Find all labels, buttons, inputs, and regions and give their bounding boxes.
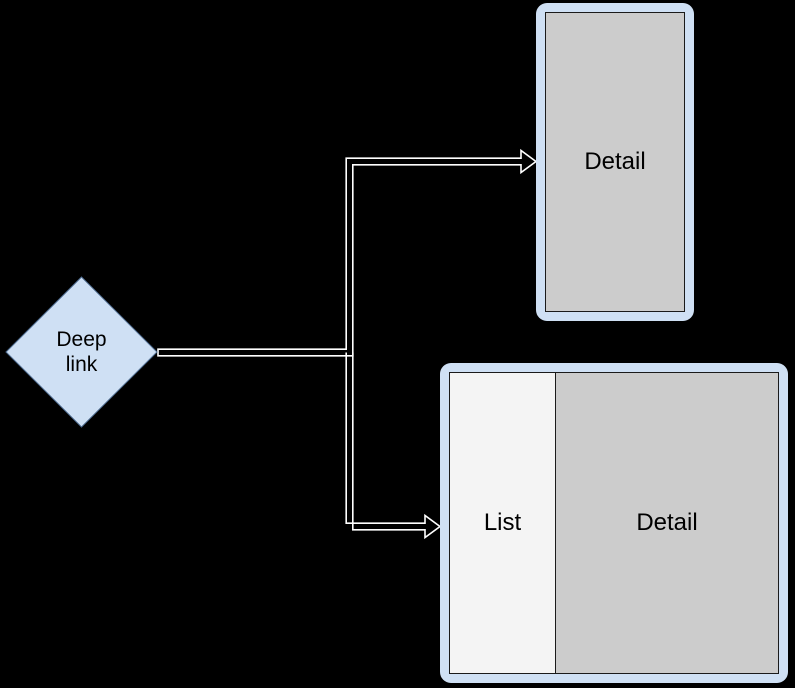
connector-to-tablet bbox=[345, 352, 442, 540]
diamond-shape bbox=[5, 276, 158, 428]
node-deep-link[interactable]: Deep link bbox=[5, 276, 158, 428]
node-deep-link-label: Deep link bbox=[56, 328, 107, 376]
connector-to-phone bbox=[157, 148, 538, 357]
node-tablet-layout[interactable]: List Detail bbox=[440, 363, 788, 683]
tablet-detail-pane[interactable]: Detail bbox=[556, 373, 778, 673]
phone-detail-pane[interactable]: Detail bbox=[546, 13, 684, 311]
node-phone-layout[interactable]: Detail bbox=[536, 3, 694, 321]
tablet-screen: List Detail bbox=[449, 372, 779, 674]
tablet-list-pane[interactable]: List bbox=[450, 373, 556, 673]
phone-screen: Detail bbox=[545, 12, 685, 312]
